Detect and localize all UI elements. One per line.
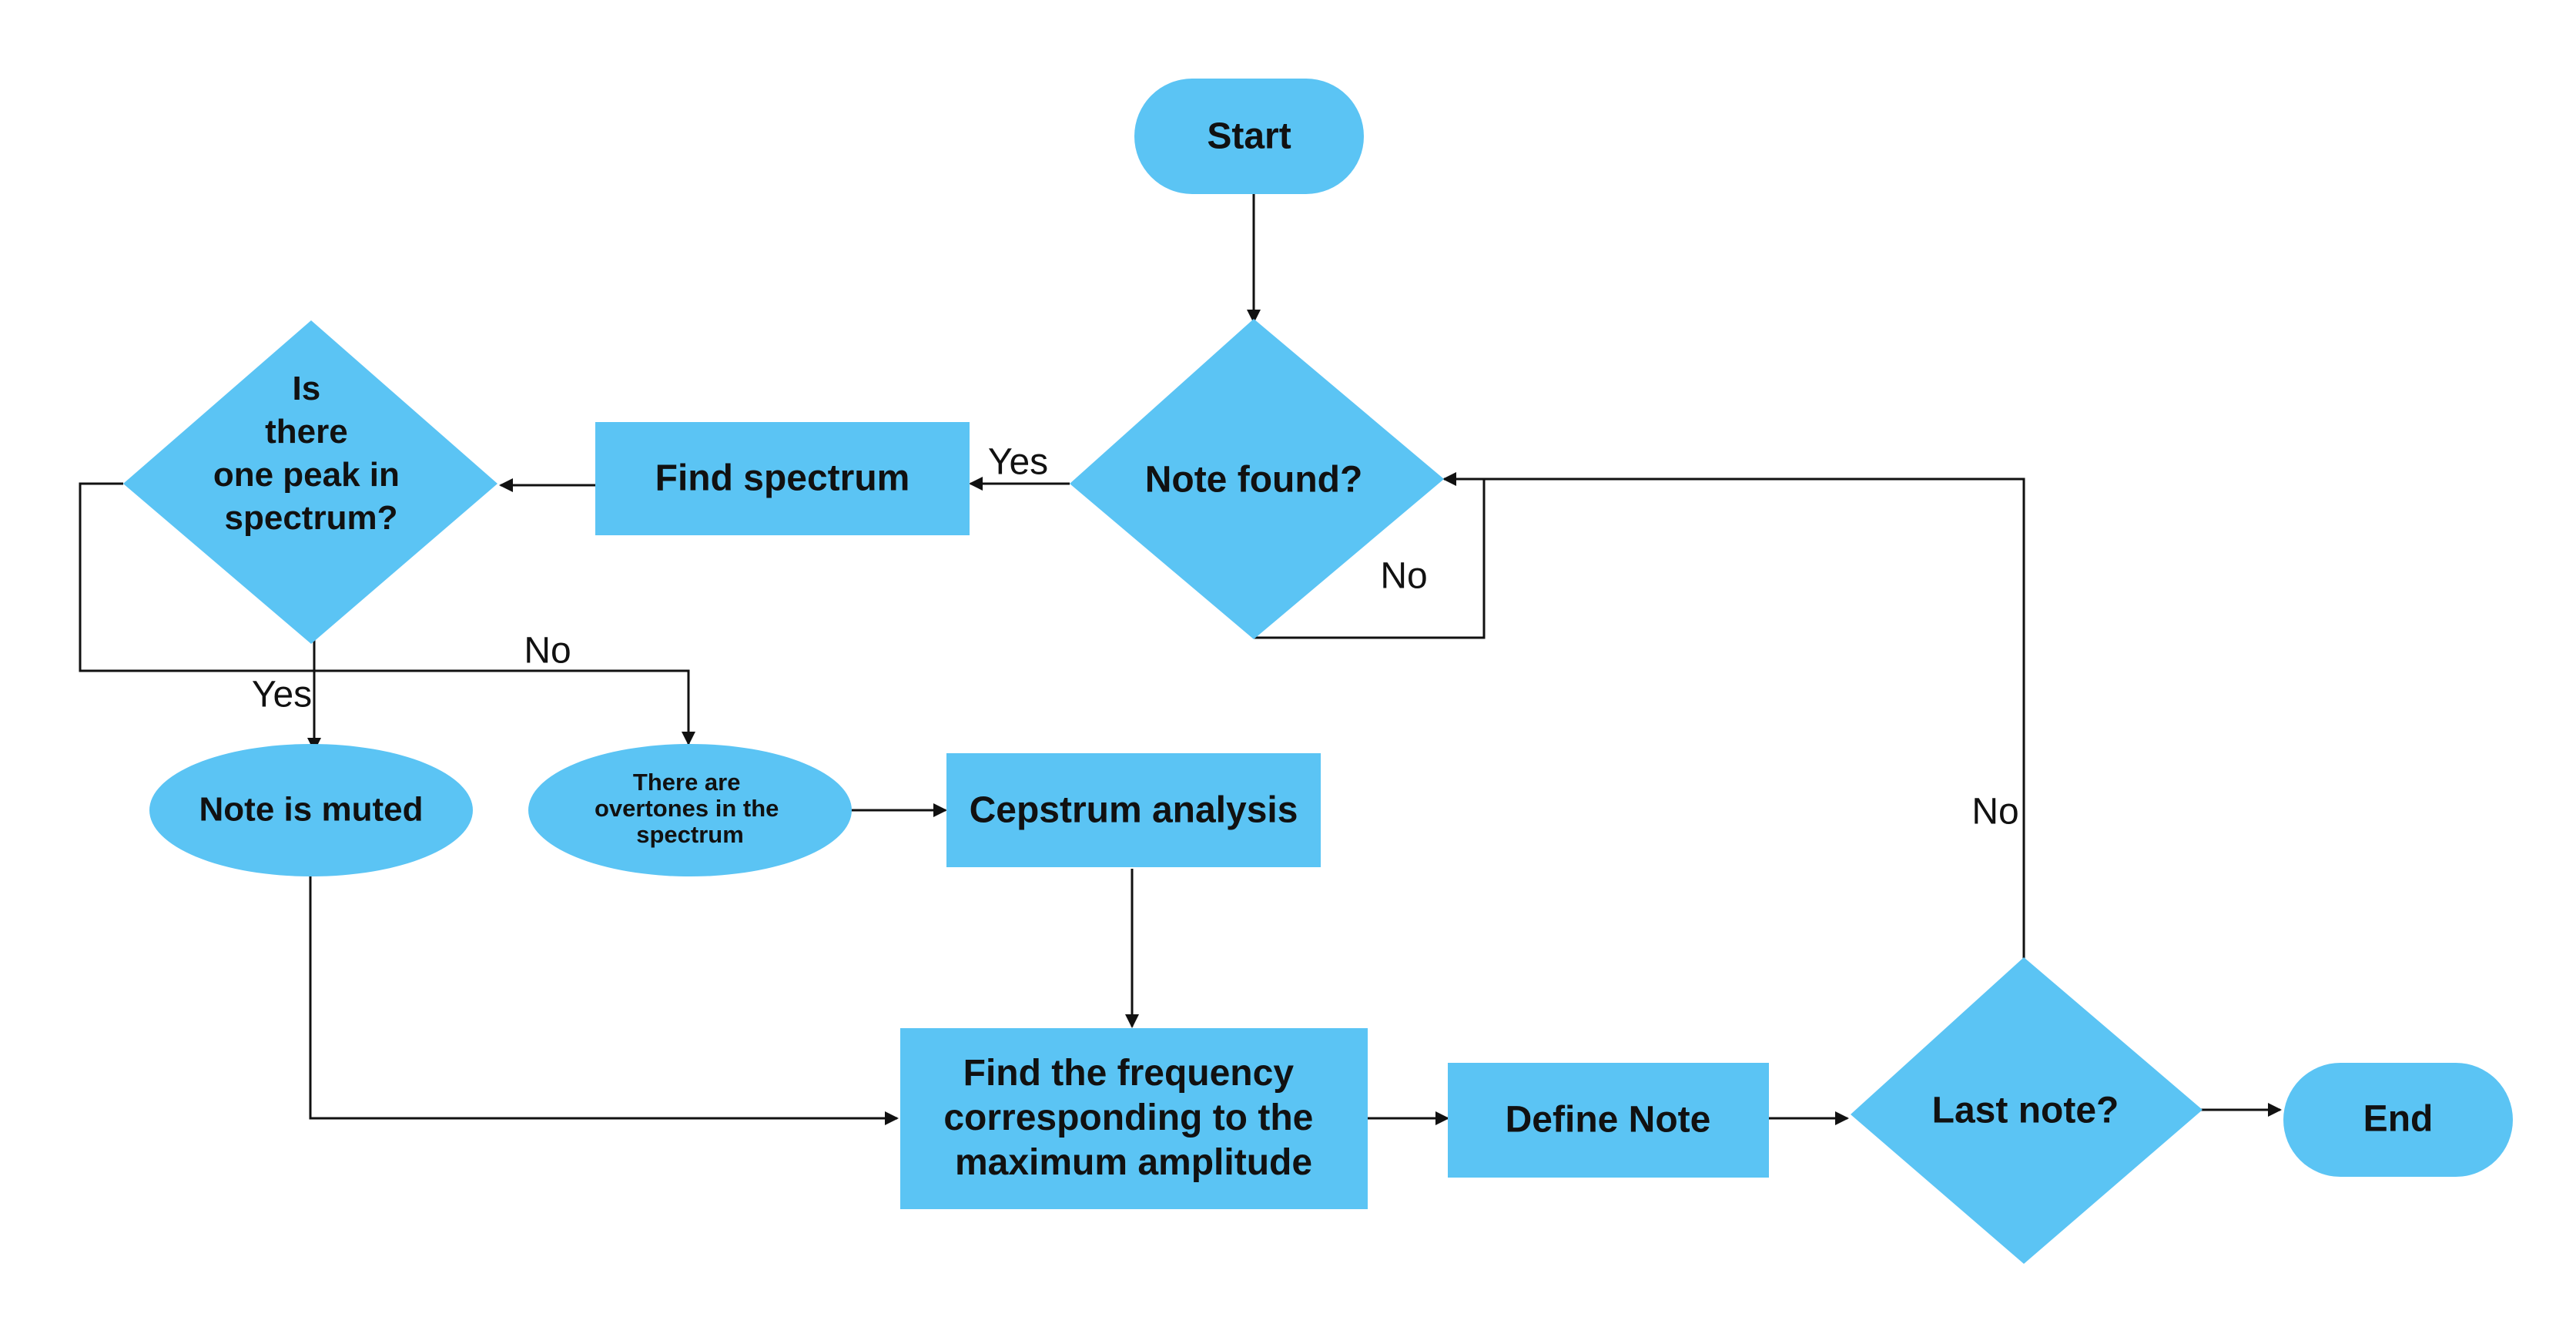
- find-spectrum-label: Find spectrum: [655, 458, 910, 499]
- one-peak-decision: Is there one peak in spectrum?: [123, 320, 497, 644]
- one-peak-label-line-1: Is: [293, 370, 321, 407]
- end-terminal: End: [2283, 1063, 2513, 1177]
- one-peak-yes-label: Yes: [252, 675, 312, 715]
- find-frequency-label: Find the frequency corresponding to the …: [943, 1053, 1323, 1183]
- find-spectrum-shape: [595, 422, 970, 535]
- edge-one-peak-no: [79, 482, 695, 746]
- start-shape: [1134, 79, 1364, 194]
- define-note-label: Define Note: [1506, 1100, 1711, 1141]
- note-found-decision: Note found?: [1070, 319, 1444, 639]
- last-note-label: Last note?: [1932, 1091, 2119, 1131]
- note-found-yes-label: Yes: [988, 442, 1048, 483]
- one-peak-label: Is there one peak in spectrum?: [213, 370, 409, 537]
- note-muted-ellipse: Note is muted: [149, 744, 473, 876]
- one-peak-label-line-3: one peak in: [213, 456, 400, 494]
- last-note-shape: [1851, 957, 2202, 1264]
- overtones-ellipse: There are overtones in the spectrum: [528, 744, 852, 876]
- edges: [79, 194, 2282, 1125]
- overtones-label: There are overtones in the spectrum: [595, 769, 786, 848]
- start-terminal: Start: [1134, 79, 1364, 194]
- cepstrum-shape: [946, 753, 1321, 867]
- find-spectrum-process: Find spectrum: [595, 422, 970, 535]
- define-note-shape: [1448, 1063, 1769, 1178]
- find-frequency-label-line-1: Find the frequency: [963, 1053, 1295, 1094]
- end-label: End: [2363, 1099, 2434, 1140]
- last-note-decision: Last note?: [1851, 957, 2202, 1264]
- one-peak-no-label: No: [524, 631, 571, 672]
- overtones-label-line-1: There are: [633, 769, 741, 796]
- find-frequency-label-line-2: corresponding to the: [943, 1097, 1313, 1138]
- note-muted-label: Note is muted: [199, 791, 424, 829]
- define-note-process: Define Note: [1448, 1063, 1769, 1178]
- overtones-label-line-2: overtones in the: [595, 795, 779, 822]
- overtones-shape: [528, 744, 852, 876]
- edge-note-found-no-loop: [1254, 472, 1486, 639]
- one-peak-label-line-4: spectrum?: [225, 499, 398, 537]
- one-peak-shape: [123, 320, 497, 644]
- cepstrum-label: Cepstrum analysis: [970, 790, 1298, 831]
- edge-labels: Yes No Yes No No: [252, 442, 2019, 833]
- one-peak-label-line-2: there: [265, 413, 348, 451]
- find-frequency-shape: [900, 1028, 1368, 1209]
- cepstrum-process: Cepstrum analysis: [946, 753, 1321, 867]
- find-frequency-process: Find the frequency corresponding to the …: [900, 1028, 1368, 1209]
- note-found-label: Note found?: [1145, 460, 1363, 501]
- nodes: Start Note found? Find spectrum Is there…: [123, 79, 2513, 1264]
- edge-note-muted-to-find-frequency: [309, 875, 899, 1125]
- end-shape: [2283, 1063, 2513, 1177]
- edge-last-note-no: [1484, 478, 2025, 959]
- find-frequency-label-line-3: maximum amplitude: [955, 1142, 1312, 1183]
- overtones-label-line-3: spectrum: [636, 821, 744, 848]
- note-found-no-label: No: [1380, 556, 1427, 597]
- note-found-shape: [1070, 319, 1444, 639]
- note-muted-shape: [149, 744, 473, 876]
- last-note-no-label: No: [1971, 792, 2018, 833]
- start-label: Start: [1207, 116, 1291, 157]
